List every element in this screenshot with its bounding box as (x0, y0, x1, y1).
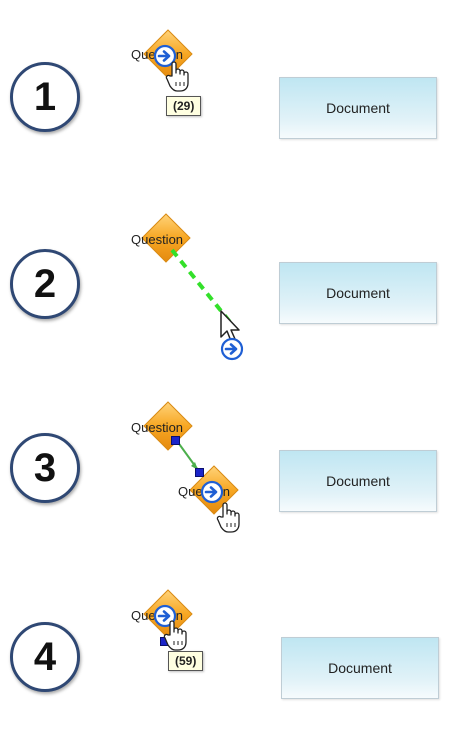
connector-end-handle[interactable] (195, 468, 204, 477)
connect-arrow-icon[interactable] (153, 604, 177, 628)
step-2: 2 Question Document (0, 0, 460, 361)
connect-arrow-icon (220, 337, 244, 361)
step-1: 1 Question (29) Document (0, 0, 460, 180)
document-shape[interactable]: Document (279, 77, 437, 139)
step-number-1: 1 (10, 62, 80, 132)
count-tooltip: (59) (168, 651, 204, 671)
step-number-2: 2 (10, 249, 80, 319)
question-shape[interactable] (140, 212, 192, 264)
step-number-4: 4 (10, 622, 80, 692)
connector-start-handle[interactable] (171, 436, 180, 445)
document-shape[interactable]: Document (281, 637, 439, 699)
step-3: 3 Question Question Document (0, 0, 460, 533)
connect-arrow-icon[interactable] (153, 44, 177, 68)
hand-cursor-icon (163, 620, 187, 651)
question-label: Question (131, 232, 184, 247)
question-shape[interactable] (142, 400, 194, 452)
document-shape[interactable]: Document (279, 262, 437, 324)
connect-arrow-icon[interactable] (200, 480, 224, 504)
step-number-3: 3 (10, 433, 80, 503)
hand-cursor-icon (216, 502, 240, 533)
question-label: Question (131, 420, 184, 435)
step-4: 4 Question (59) Document (0, 0, 460, 699)
hand-cursor-icon (165, 61, 189, 92)
count-tooltip: (29) (166, 96, 202, 116)
document-shape[interactable]: Document (279, 450, 437, 512)
